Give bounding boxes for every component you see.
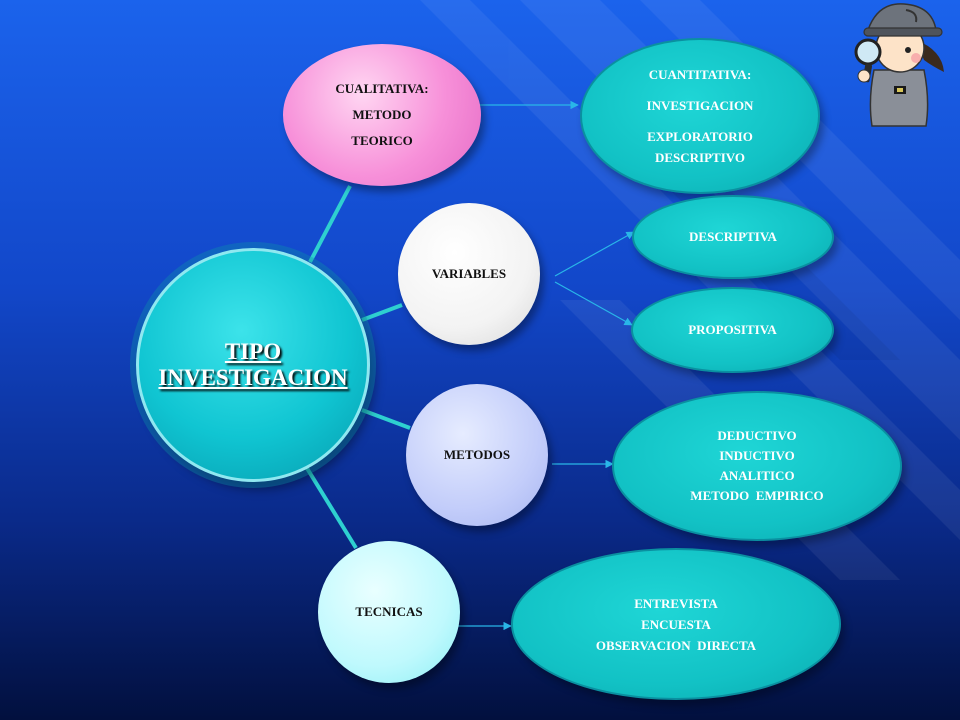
center-title-line: INVESTIGACION [158, 365, 348, 390]
leaf-label-line: DESCRIPTIVA [689, 229, 777, 244]
leaf-label-line: INVESTIGACION [646, 98, 754, 113]
leaf-label-line: ENTREVISTA [634, 595, 718, 611]
center-node-tipo-investigacion: TIPO INVESTIGACION [136, 248, 370, 482]
leaf-label-line: INDUCTIVO [719, 448, 795, 463]
branch-label-line: METODO [352, 107, 412, 122]
branch-label-line: VARIABLES [431, 266, 507, 281]
arrow-to-propositiva [554, 281, 633, 326]
leaf-label-line: ENCUESTA [641, 616, 711, 632]
leaf-label-line: CUANTITATIVA: [648, 67, 752, 82]
branch-cualitativa: CUALITATIVA: METODO TEORICO [283, 44, 481, 186]
leaf-label-line: PROPOSITIVA [688, 322, 777, 337]
leaf-entrevista: ENTREVISTA ENCUESTA OBSERVACION DIRECTA [511, 548, 841, 700]
branch-label-line: METODOS [443, 447, 511, 462]
connector-center-variables [361, 303, 403, 322]
leaf-label-line: METODO EMPIRICO [690, 488, 824, 503]
leaf-descriptiva: DESCRIPTIVA [632, 195, 834, 279]
arrow-to-descriptiva [554, 231, 635, 277]
leaf-label-line: ANALITICO [719, 468, 795, 483]
leaf-deductivo: DEDUCTIVO INDUCTIVO ANALITICO METODO EMP… [612, 391, 902, 541]
branch-tecnicas: TECNICAS [318, 541, 460, 683]
detective-girl-with-magnifier-icon [854, 3, 944, 127]
branch-metodos: METODOS [406, 384, 548, 526]
branch-label-line: TEORICO [351, 133, 413, 148]
leaf-cuantitativa: CUANTITATIVA: INVESTIGACION EXPLORATORIO… [580, 38, 820, 194]
connector-center-tecnicas [303, 463, 358, 550]
branch-label-line: TECNICAS [355, 604, 423, 619]
leaf-label-line: EXPLORATORIO [647, 129, 753, 144]
connector-center-metodos [361, 408, 411, 430]
branch-variables: VARIABLES [398, 203, 540, 345]
branch-label-line: CUALITATIVA: [335, 81, 429, 96]
leaf-label-line: DESCRIPTIVO [654, 150, 746, 165]
leaf-label-line: OBSERVACION DIRECTA [595, 637, 757, 653]
center-title-line: TIPO [224, 339, 282, 364]
leaf-propositiva: PROPOSITIVA [631, 287, 834, 373]
connector-center-cualitativa [308, 185, 352, 263]
leaf-label-line: DEDUCTIVO [717, 428, 797, 443]
